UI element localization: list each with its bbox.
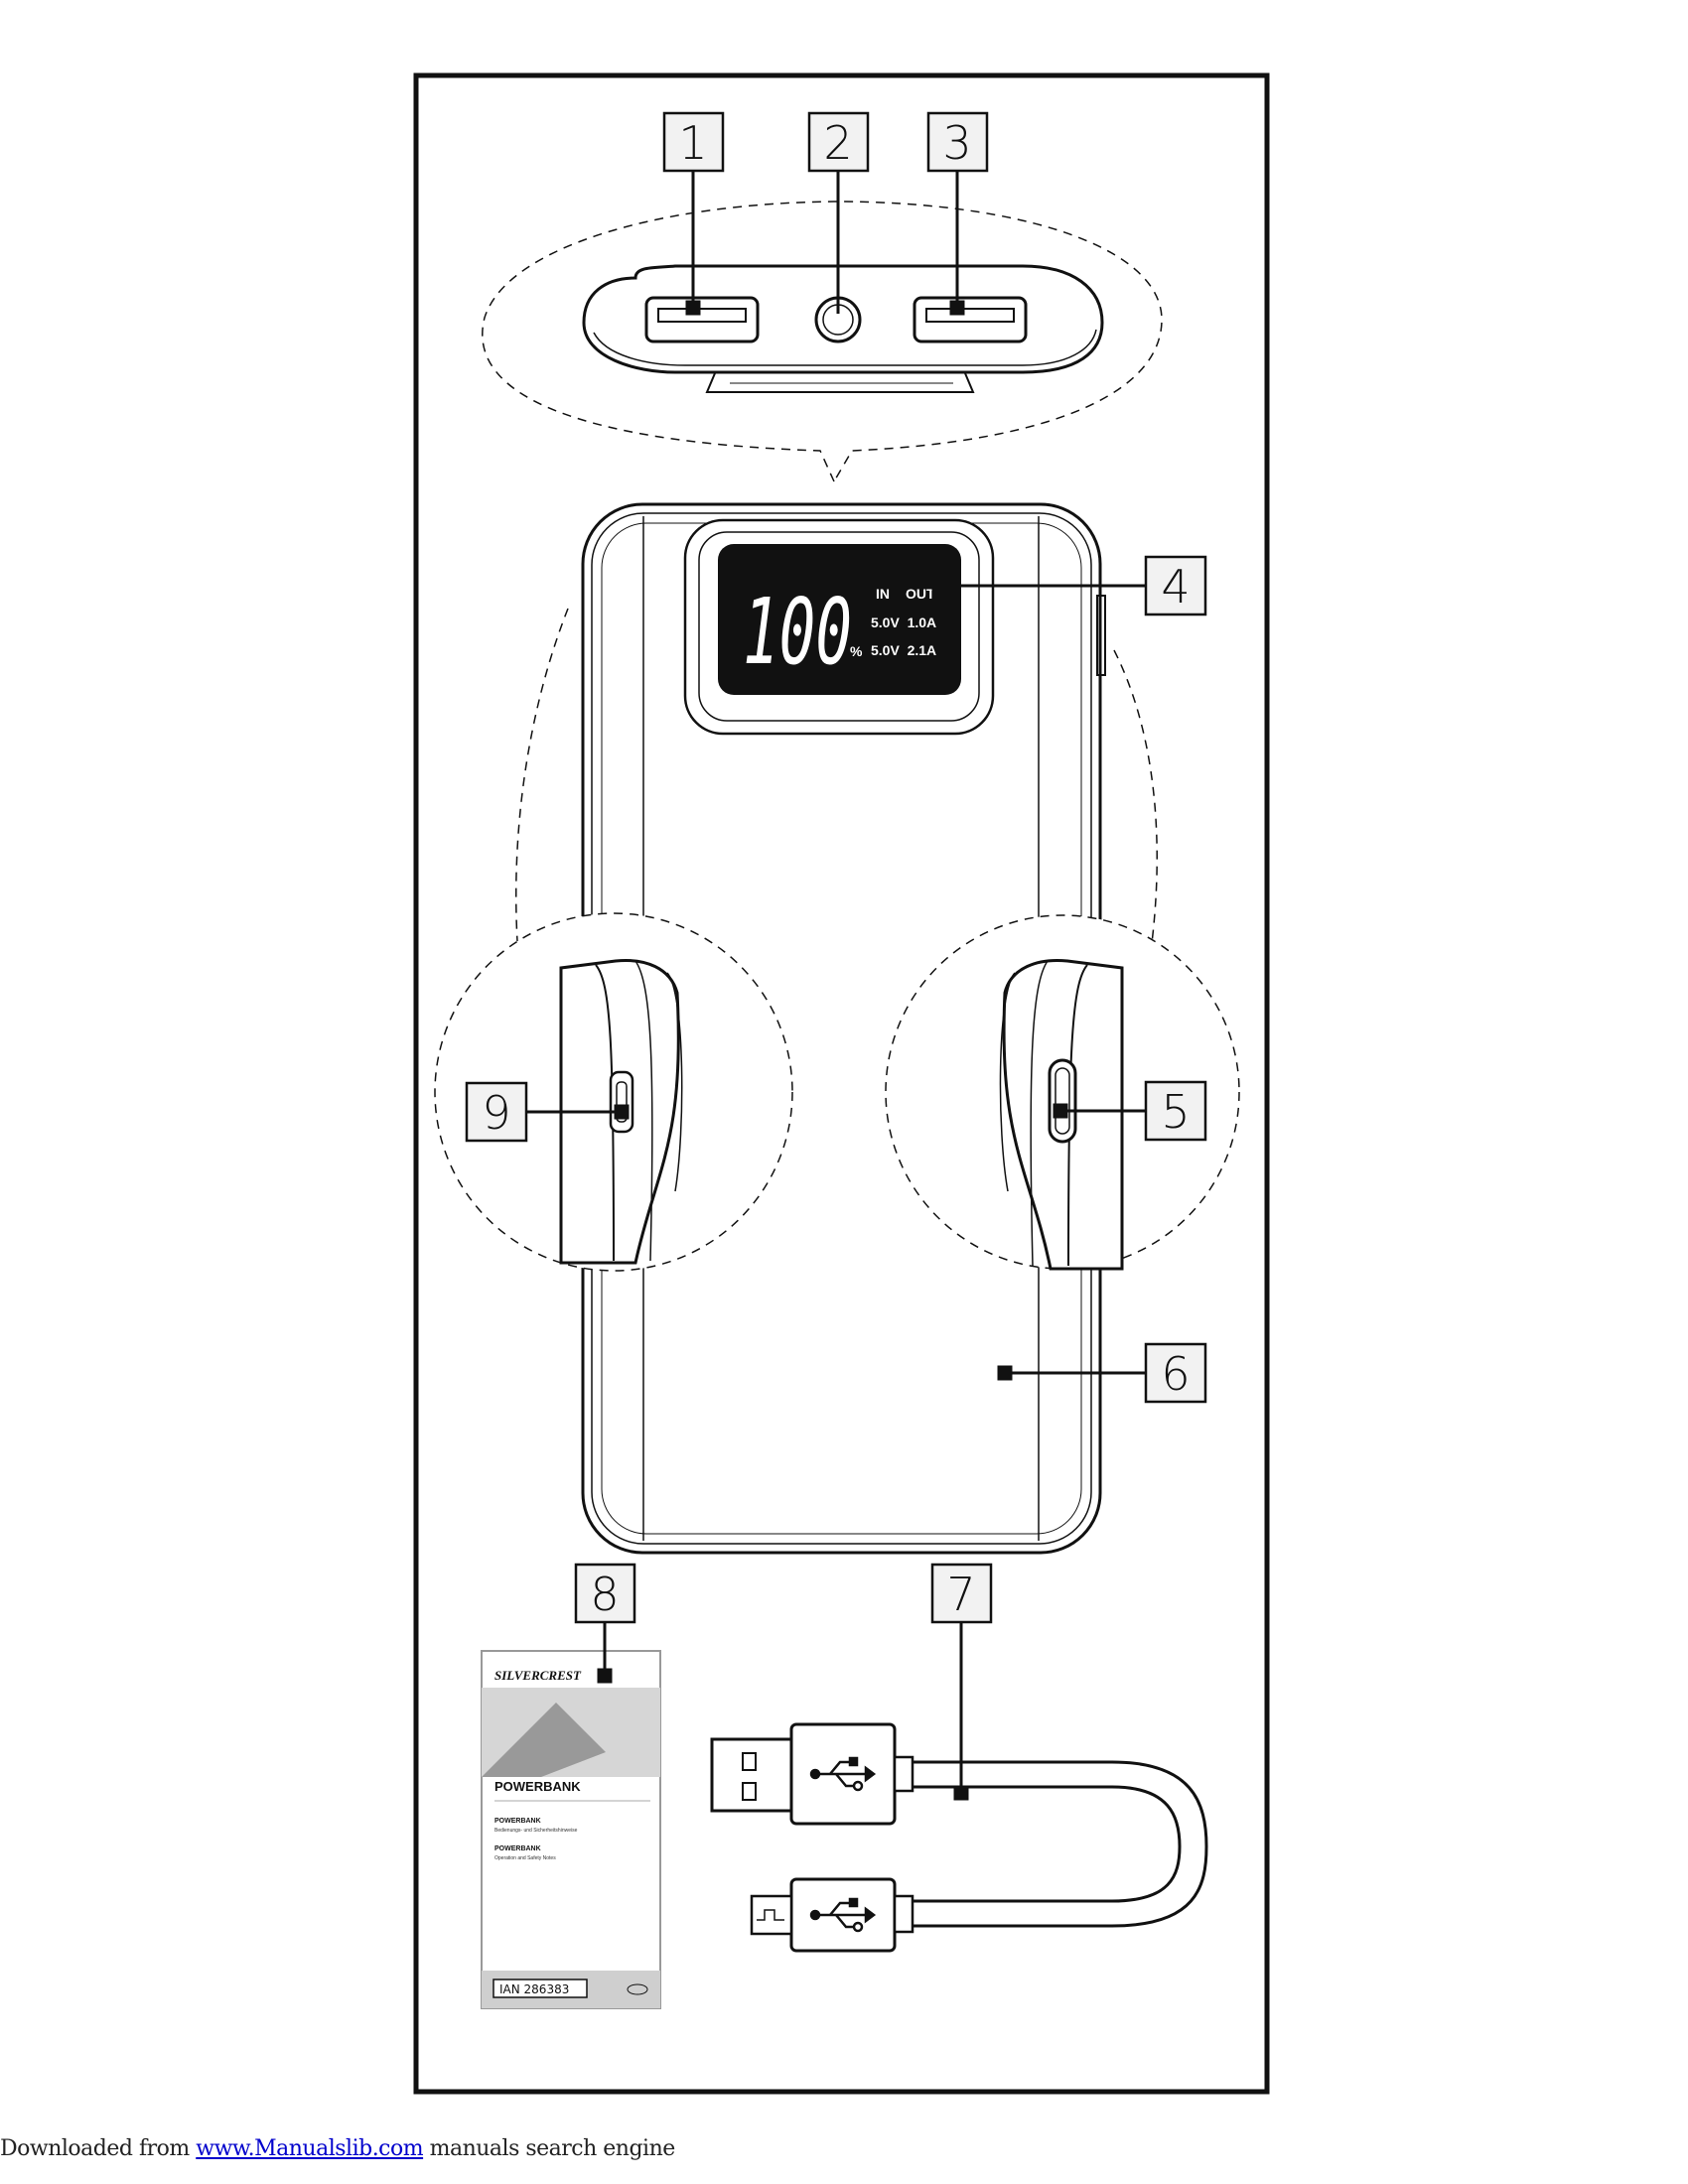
power-button-5 xyxy=(1048,1058,1077,1144)
footer-suffix: manuals search engine xyxy=(423,2136,676,2161)
manual-lang2-sub: Operation and Safety Notes xyxy=(494,1855,556,1861)
callout-2: 2 xyxy=(823,116,852,170)
display-row-2: 5.0V 2.1A xyxy=(871,642,936,658)
usb-port-1 xyxy=(644,296,760,343)
micro-usb-plug xyxy=(750,1894,793,1936)
manual-lang1-sub: Bedienungs- und Sicherheitshinweise xyxy=(494,1828,578,1834)
battery-percent: 100 xyxy=(743,579,852,685)
leader-lines xyxy=(526,171,1146,1801)
callout-9: 9 xyxy=(482,1086,510,1140)
callout-6: 6 xyxy=(1161,1347,1190,1401)
top-view-detail xyxy=(482,201,1163,483)
display-row-1: 5.0V 1.0A xyxy=(871,614,936,630)
callout-4: 4 xyxy=(1161,560,1190,614)
lcd-display: 100 % IN OUT 5.0V 1.0A 5.0V 2.1A xyxy=(683,518,995,736)
callout-1: 1 xyxy=(678,116,707,170)
display-header-out: OUT xyxy=(906,586,935,602)
manual-ian: IAN 286383 xyxy=(499,1982,569,1996)
usb-port-3 xyxy=(913,296,1028,343)
callout-3: 3 xyxy=(942,116,971,170)
callout-8: 8 xyxy=(590,1568,619,1621)
callout-boxes: 1 2 3 4 5 6 7 8 9 xyxy=(465,111,1207,1624)
display-header-in: IN xyxy=(876,586,890,602)
manualslib-link[interactable]: www.Manualslib.com xyxy=(196,2136,424,2161)
percent-sign: % xyxy=(850,643,863,659)
top-view-detail-outline xyxy=(482,201,1163,483)
manual-title: POWERBANK xyxy=(494,1779,581,1794)
lcd-screen xyxy=(718,544,961,695)
callout-7: 7 xyxy=(946,1568,975,1621)
manual-lang1-title: POWERBANK xyxy=(494,1818,541,1825)
usb-cable-7 xyxy=(710,1722,1208,1953)
micro-usb-port-9 xyxy=(609,1070,634,1134)
user-manual-8: SILVERCREST POWERBANK POWERBANK Bedienun… xyxy=(481,1650,661,2009)
footer-prefix: Downloaded from xyxy=(0,2136,190,2161)
usb-a-plug xyxy=(710,1737,793,1813)
callout-5: 5 xyxy=(1161,1085,1190,1139)
usb-symbol-icon xyxy=(809,1897,877,1933)
manual-brand: SILVERCREST xyxy=(494,1668,582,1683)
download-footer: Downloaded from www.Manualslib.com manua… xyxy=(0,2136,675,2161)
usb-symbol-icon xyxy=(809,1756,877,1792)
figure-frame xyxy=(413,72,1270,2095)
manual-lang2-title: POWERBANK xyxy=(494,1845,541,1852)
